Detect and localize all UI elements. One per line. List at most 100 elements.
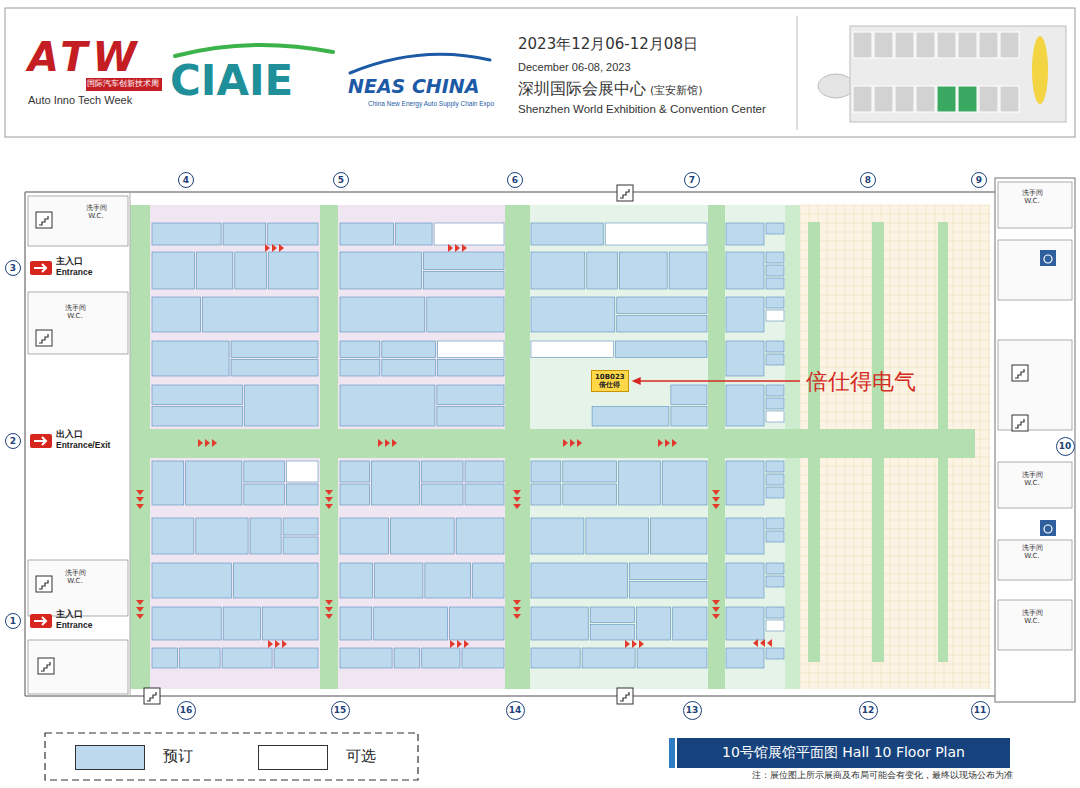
booth: [152, 607, 221, 640]
node-text: 7: [689, 176, 695, 185]
node-text: 6: [512, 176, 518, 185]
booth: [465, 461, 504, 482]
node-text: 10B023: [595, 373, 625, 381]
chevron: [665, 439, 670, 447]
grid-line: [800, 655, 990, 656]
booth: [766, 252, 784, 263]
grid-line: [800, 250, 990, 251]
flow-chevrons: [753, 639, 772, 647]
highlighted-booth: 10B023倍仕得: [591, 370, 629, 392]
booth: [375, 563, 423, 598]
chevron: [282, 640, 287, 648]
booth: [269, 252, 318, 289]
grid-line: [800, 286, 990, 287]
booth: [437, 385, 504, 405]
chevron: [275, 640, 280, 648]
booth: [662, 461, 707, 505]
booth: [152, 385, 243, 405]
grid-line: [800, 313, 990, 314]
booth: [382, 341, 436, 358]
stair-symbol: [39, 216, 48, 225]
service-room: [28, 560, 128, 616]
minimap-hall: [937, 32, 956, 58]
booth: [766, 354, 784, 365]
booth: [427, 297, 504, 332]
service-room: [998, 462, 1072, 508]
booth: [592, 407, 669, 427]
venue-name: 深圳国际会展中心: [518, 80, 646, 98]
grid-line: [800, 637, 990, 638]
chevron: [462, 244, 467, 252]
booth: [268, 223, 318, 245]
chevron: [712, 497, 720, 502]
grid-line: [980, 205, 981, 689]
flow-chevrons: [513, 600, 521, 619]
flow-chevrons: [265, 244, 284, 252]
minimap-hall: [958, 32, 977, 58]
booth: [617, 297, 707, 314]
booth: [244, 461, 285, 482]
booth: [152, 297, 201, 332]
gate-number: 14: [506, 701, 525, 720]
logo-text: CIAIE: [170, 60, 293, 102]
booth: [766, 518, 784, 529]
service-room: [998, 600, 1072, 650]
restroom-label: 洗手间 W.C.: [1019, 610, 1045, 625]
booth: [203, 297, 318, 332]
booth: [531, 252, 585, 289]
logo-text: NEAS CHINA: [348, 76, 479, 98]
booth: [425, 563, 471, 598]
gate-number: 12: [859, 701, 878, 720]
booth: [669, 252, 707, 289]
chevron: [265, 244, 270, 252]
booth: [152, 252, 195, 289]
grid-line: [800, 349, 990, 350]
booth: [531, 341, 614, 358]
chevron: [577, 439, 582, 447]
wall: [25, 695, 995, 697]
booth: [340, 648, 392, 668]
flow-chevrons: [325, 490, 333, 509]
node-text: 15: [334, 706, 347, 715]
booth: [423, 252, 504, 270]
booth: [766, 607, 784, 618]
entrance-label: 出入口: [56, 429, 83, 439]
booth: [223, 607, 260, 640]
chevron: [513, 600, 521, 605]
chevron: [672, 439, 677, 447]
gate-number: 6: [507, 172, 523, 188]
chevron: [325, 497, 333, 502]
booth: [630, 563, 707, 580]
booth: [222, 648, 272, 668]
grid-line: [989, 205, 990, 689]
booth: [197, 252, 233, 289]
grid-line: [800, 421, 990, 422]
minimap-hall: [916, 86, 935, 112]
restroom-label: 洗手间 W.C.: [1019, 472, 1045, 487]
logo-tagline: China New Energy Auto Supply Chain Expo: [368, 100, 494, 107]
booth: [726, 252, 764, 289]
grid-line: [800, 340, 990, 341]
booth: [231, 341, 318, 358]
booth: [263, 607, 318, 640]
grid-line: [800, 547, 990, 548]
booth: [671, 385, 707, 405]
icon-frame: [36, 212, 52, 228]
booth: [340, 297, 425, 332]
header-frame: [5, 8, 1075, 137]
node-text: 8: [865, 176, 871, 185]
grid-line: [800, 556, 990, 557]
stair-symbol: [620, 189, 629, 198]
booth: [766, 411, 784, 422]
grid-line: [800, 214, 990, 215]
entrance-arrow: [34, 437, 46, 445]
node-text: 3: [10, 264, 16, 273]
entrance-label: Entrance: [56, 268, 92, 278]
icon-frame: [1012, 415, 1028, 431]
booth: [726, 297, 764, 332]
minimap-hall: [1000, 32, 1019, 58]
minimap-building: [850, 26, 1066, 122]
chevron: [136, 614, 144, 619]
logo-swoosh: [175, 45, 333, 56]
